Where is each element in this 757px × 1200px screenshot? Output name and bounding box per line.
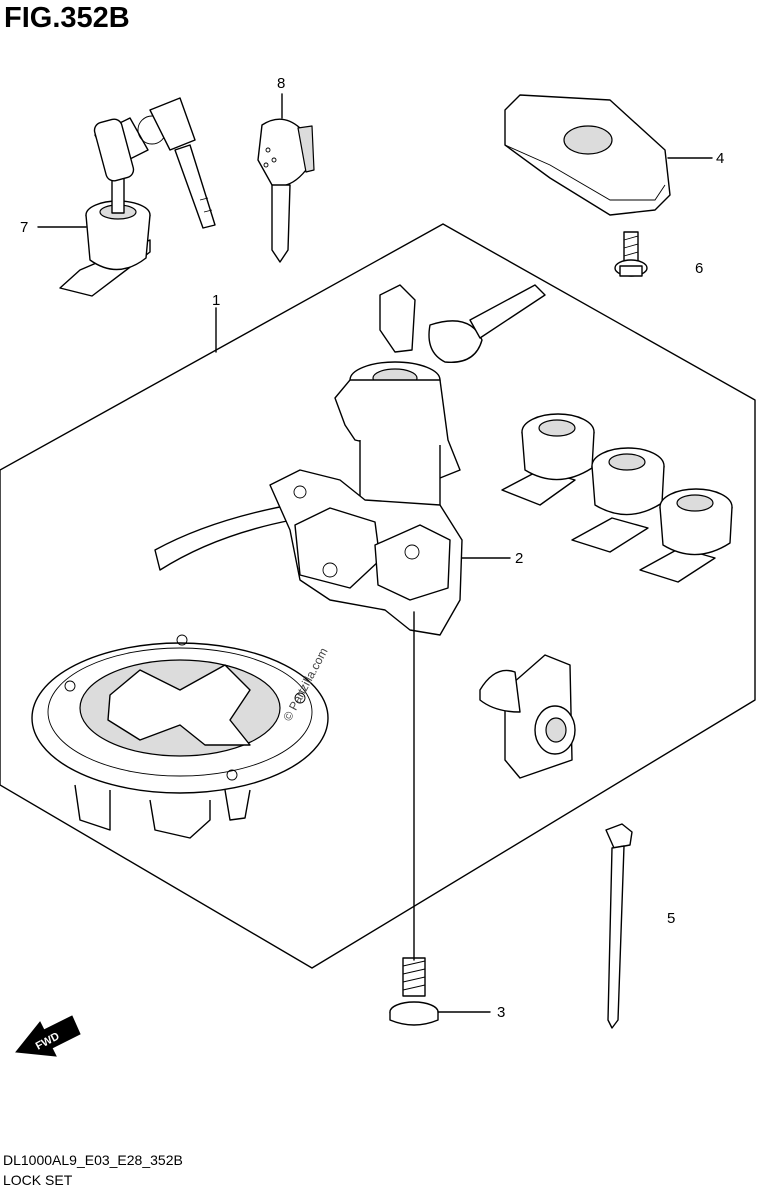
callout-1: 1 — [212, 292, 220, 309]
figure-name: LOCK SET — [3, 1172, 73, 1188]
assembly-outline — [0, 223, 756, 969]
key-part-8[interactable] — [257, 118, 315, 263]
lock-cylinder-1[interactable] — [501, 413, 595, 506]
fuel-cap[interactable] — [31, 634, 329, 839]
callout-8: 8 — [277, 75, 285, 92]
seat-lock-part-7[interactable] — [59, 97, 216, 297]
screw-part-6[interactable] — [614, 231, 648, 277]
callout-3: 3 — [497, 1004, 505, 1021]
ignition-switch-part-2[interactable] — [154, 284, 546, 636]
lock-cylinder-3[interactable] — [639, 488, 733, 583]
callout-6: 6 — [695, 260, 703, 277]
cable-tie-part-5[interactable] — [605, 823, 633, 1029]
callout-4: 4 — [716, 150, 724, 167]
bolt-part-3[interactable] — [389, 957, 439, 1026]
figure-code: DL1000AL9_E03_E28_352B — [3, 1152, 183, 1168]
callout-2: 2 — [515, 550, 523, 567]
leader-lines — [37, 93, 713, 1013]
lock-cylinder-4[interactable] — [479, 654, 576, 779]
callout-7: 7 — [20, 219, 28, 236]
fwd-arrow-icon: FWD — [15, 1015, 81, 1057]
figure-title: FIG.352B — [4, 2, 130, 34]
cover-part-4[interactable] — [504, 94, 671, 216]
callout-5: 5 — [667, 910, 675, 927]
